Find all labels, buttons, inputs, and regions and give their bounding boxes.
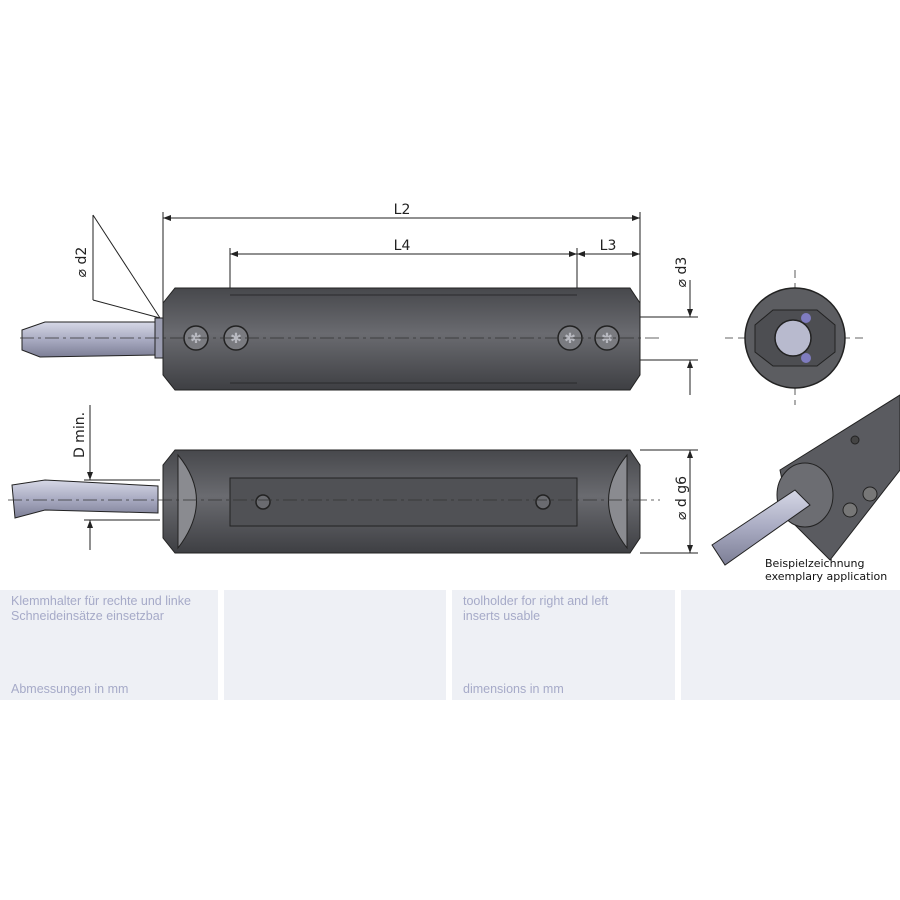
dim-Dmin-label: D min. bbox=[72, 412, 88, 458]
caption-en: exemplary application bbox=[765, 570, 888, 583]
panel-en: toolholder for right and left inserts us… bbox=[452, 590, 675, 700]
panel-de-desc: Klemmhalter für rechte und linke Schneid… bbox=[11, 594, 191, 623]
dim-dg6-label: ⌀ d g6 bbox=[674, 476, 690, 520]
caption: Beispielzeichnung exemplary application bbox=[765, 557, 887, 583]
toolholder-top-view: ✱ ✱ ✱ ✱ bbox=[20, 287, 660, 391]
toolholder-side-view bbox=[8, 449, 660, 554]
toolholder-isometric-view bbox=[711, 394, 900, 566]
dim-L4-label: L4 bbox=[394, 238, 411, 254]
dim-L3-label: L3 bbox=[600, 238, 617, 254]
caption-de: Beispielzeichnung bbox=[765, 557, 865, 570]
svg-text:✱: ✱ bbox=[564, 331, 576, 347]
panel-en-desc: toolholder for right and left inserts us… bbox=[463, 594, 609, 623]
svg-text:✱: ✱ bbox=[601, 331, 613, 347]
svg-text:✱: ✱ bbox=[230, 331, 242, 347]
svg-text:✱: ✱ bbox=[190, 331, 202, 347]
panel-de-empty bbox=[224, 590, 446, 700]
dim-d2-label: ⌀ d2 bbox=[74, 247, 90, 278]
toolholder-end-view bbox=[725, 270, 865, 405]
dim-L2-label: L2 bbox=[394, 202, 411, 218]
panel-en-units: dimensions in mm bbox=[463, 682, 564, 696]
panel-en-empty bbox=[681, 590, 900, 700]
panel-de: Klemmhalter für rechte und linke Schneid… bbox=[0, 590, 218, 700]
dim-d3-label: ⌀ d3 bbox=[674, 257, 690, 288]
panel-de-units: Abmessungen in mm bbox=[11, 682, 129, 696]
